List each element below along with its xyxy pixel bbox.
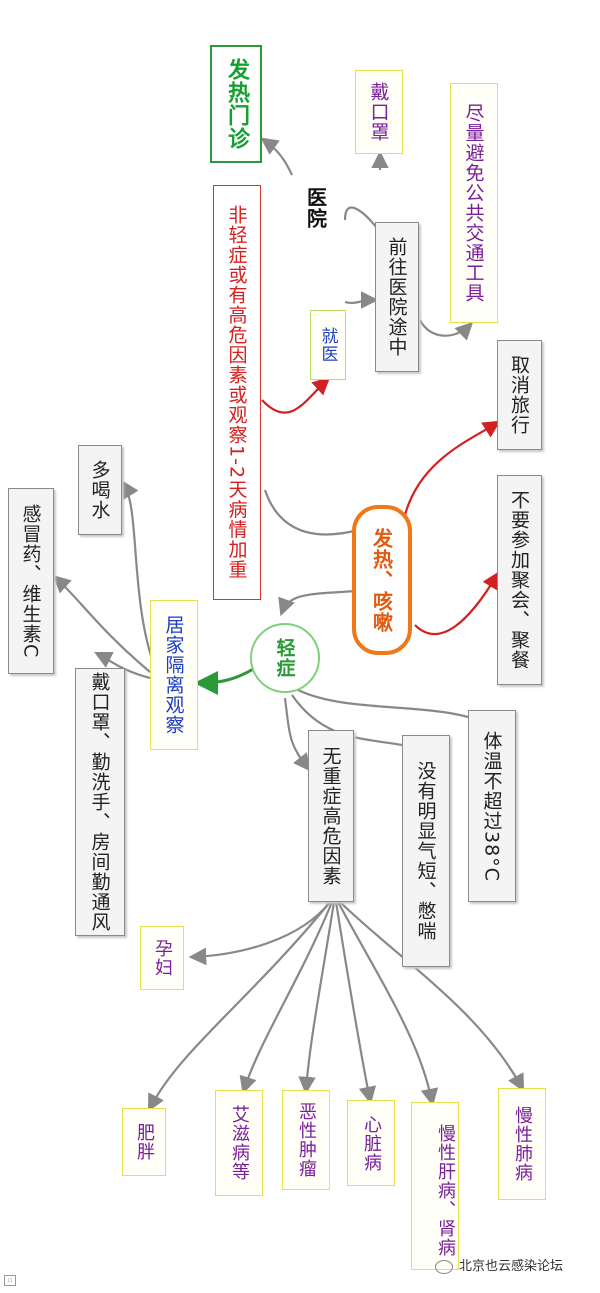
fever-clinic-node: 发热门诊 <box>210 45 262 163</box>
tumor-node: 恶性肿瘤 <box>282 1090 330 1190</box>
lung-node: 慢性肺病 <box>498 1088 546 1200</box>
no-gathering-label: 不要参加聚会、聚餐 <box>508 490 530 670</box>
drink-water-node: 多喝水 <box>78 445 122 535</box>
liver-kidney-node: 慢性肝病、肾病 <box>411 1102 459 1270</box>
lung-label: 慢性肺病 <box>512 1106 533 1182</box>
no-short-breath-label: 没有明显气短、憋喘 <box>414 761 437 941</box>
drink-water-label: 多喝水 <box>88 460 111 520</box>
on-way-node: 前往医院途中 <box>375 222 419 372</box>
no-short-breath-node: 没有明显气短、憋喘 <box>402 735 450 967</box>
mild-node: 轻症 <box>250 623 320 693</box>
tumor-label: 恶性肿瘤 <box>296 1102 317 1178</box>
cancel-trip-label: 取消旅行 <box>508 355 530 435</box>
obesity-node: 肥胖 <box>122 1108 166 1176</box>
on-way-label: 前往医院途中 <box>385 237 408 357</box>
temperature-label: 体温不超过38°C <box>480 730 503 882</box>
hospital-label-node: 医院 <box>300 178 332 238</box>
hospital-label: 医院 <box>303 187 328 229</box>
heart-label: 心脏病 <box>361 1114 382 1172</box>
obesity-label: 肥胖 <box>134 1123 155 1161</box>
aids-label: 艾滋病等 <box>229 1105 250 1181</box>
center-node: 发热、咳嗽 <box>352 505 412 655</box>
center-label: 发热、咳嗽 <box>369 527 394 633</box>
avoid-transit-label: 尽量避免公共交通工具 <box>462 103 485 303</box>
no-risk-label: 无重症高危因素 <box>319 746 342 886</box>
mask-label: 戴口罩 <box>367 82 390 142</box>
heart-node: 心脏病 <box>347 1100 395 1186</box>
watermark-text: 北京也云感染论坛 <box>459 1259 564 1274</box>
wechat-icon <box>435 1259 453 1274</box>
cancel-trip-node: 取消旅行 <box>497 340 542 450</box>
home-isolation-node: 居家隔离观察 <box>150 600 198 750</box>
severe-condition-node: 非轻症或有高危因素或观察1-2天病情加重 <box>213 185 261 600</box>
cold-medicine-label: 感冒药、维生素C <box>19 503 42 659</box>
fever-clinic-label: 发热门诊 <box>224 58 249 150</box>
home-isolation-label: 居家隔离观察 <box>162 615 185 735</box>
mask-node: 戴口罩 <box>355 70 403 154</box>
mild-label: 轻症 <box>273 638 296 678</box>
liver-kidney-label: 慢性肝病、肾病 <box>435 1123 456 1257</box>
image-icon: ▫ <box>4 1275 16 1286</box>
pregnant-node: 孕妇 <box>140 926 184 990</box>
avoid-transit-node: 尽量避免公共交通工具 <box>450 83 498 323</box>
see-doctor-label: 就医 <box>317 327 338 363</box>
severe-condition-label: 非轻症或有高危因素或观察1-2天病情加重 <box>225 205 248 580</box>
no-risk-node: 无重症高危因素 <box>308 730 354 902</box>
aids-node: 艾滋病等 <box>215 1090 263 1196</box>
mask-wash-node: 戴口罩、勤洗手、房间勤通风 <box>75 668 125 936</box>
watermark: 北京也云感染论坛 <box>435 1255 563 1274</box>
pregnant-label: 孕妇 <box>152 939 173 977</box>
no-gathering-node: 不要参加聚会、聚餐 <box>497 475 542 685</box>
see-doctor-node: 就医 <box>310 310 346 380</box>
mask-wash-label: 戴口罩、勤洗手、房间勤通风 <box>88 672 111 932</box>
temperature-node: 体温不超过38°C <box>468 710 516 902</box>
cold-medicine-node: 感冒药、维生素C <box>8 488 54 674</box>
